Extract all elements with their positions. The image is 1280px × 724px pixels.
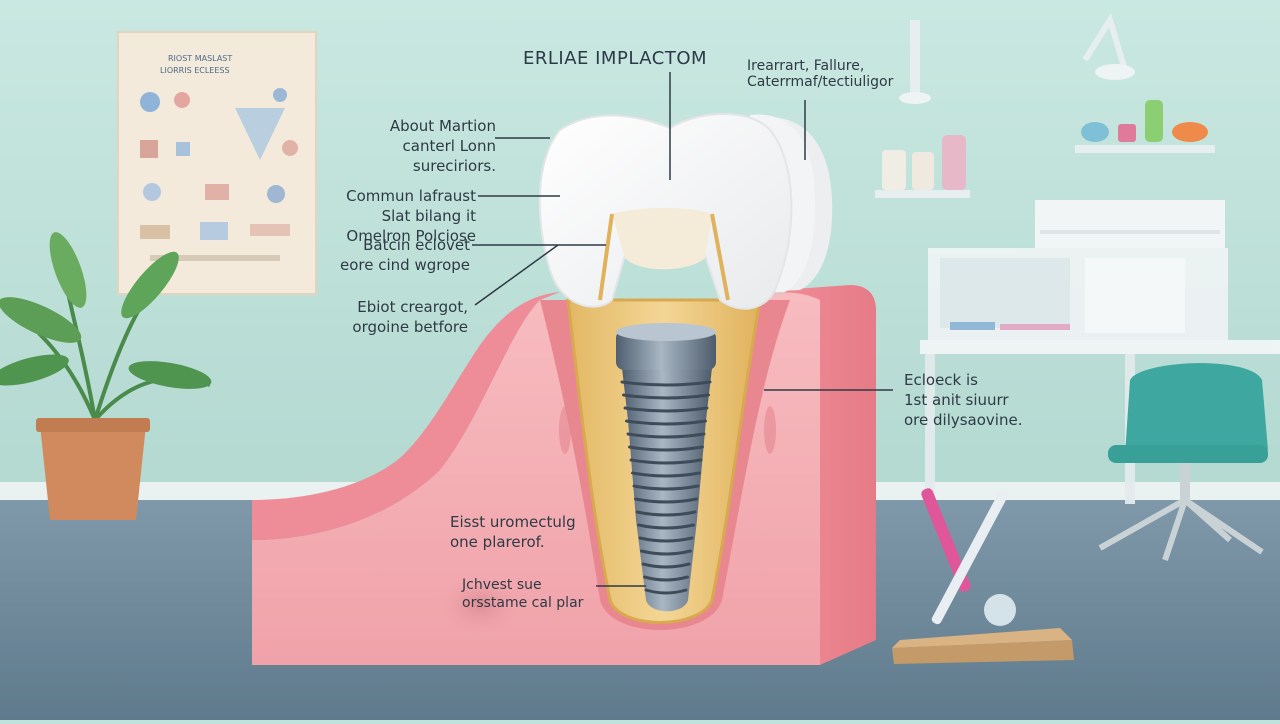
teal-chair bbox=[1098, 363, 1268, 561]
label-top-right: Irearrart, Fallure, Caterrmaf/tectiuligo… bbox=[747, 58, 893, 90]
label-line: one plarerof. bbox=[450, 533, 545, 551]
cabinet bbox=[920, 200, 1280, 504]
label-line: sureciriors. bbox=[412, 157, 496, 175]
implant-thread bbox=[644, 588, 688, 595]
implant-thread bbox=[620, 380, 712, 387]
label-left-1: About Martion canterl Lonn sureciriors. bbox=[372, 116, 496, 176]
label-line: Slat bilang it bbox=[381, 207, 476, 225]
implant-thread bbox=[640, 549, 692, 556]
label-line: Omelron Polciose bbox=[346, 227, 476, 245]
toothbrush-stand bbox=[892, 488, 1074, 664]
label-line: Batcin eclovet bbox=[363, 236, 470, 254]
implant-thread bbox=[643, 575, 689, 582]
label-line: eore cind wgrope bbox=[340, 256, 471, 274]
label-line: 1st anit siuurr bbox=[904, 391, 1009, 409]
wall-shelves bbox=[875, 12, 1215, 198]
label-line: Eisst uromectulg bbox=[450, 513, 576, 531]
label-left-4: Ebiot creargot, orgoine betfore bbox=[340, 297, 468, 337]
label-line: Jchvest sue bbox=[462, 577, 542, 593]
label-line: ore dilysaovine. bbox=[904, 411, 1023, 429]
label-left-2: Commun lafraust Slat bilang it Omelron P… bbox=[340, 186, 476, 246]
implant-thread bbox=[641, 562, 691, 569]
label-line: Ebiot creargot, bbox=[357, 298, 468, 316]
implant-thread bbox=[629, 458, 703, 465]
implant-thread bbox=[635, 510, 697, 517]
implant-thread bbox=[623, 406, 709, 413]
label-line: orsstame cal plar bbox=[462, 595, 584, 611]
potted-plant bbox=[0, 232, 212, 520]
implant-thread bbox=[625, 419, 707, 426]
label-right-mid: Ecloeck is 1st anit siuurr ore dilysaovi… bbox=[904, 370, 1022, 430]
implant-thread bbox=[628, 445, 704, 452]
label-line: Ecloeck is bbox=[904, 371, 978, 389]
label-bottom-2: Jchvest sue orsstame cal plar bbox=[462, 576, 583, 612]
implant-thread bbox=[622, 393, 710, 400]
label-line: Caterrmaf/tectiuligor bbox=[747, 74, 894, 90]
gum-lesion bbox=[435, 573, 525, 637]
label-line: About Martion bbox=[389, 117, 496, 135]
implant-thread bbox=[637, 523, 695, 530]
label-line: Irearrart, Fallure, bbox=[747, 58, 865, 74]
label-line: orgoine betfore bbox=[352, 318, 468, 336]
implant-thread bbox=[632, 484, 700, 491]
label-line: canterl Lonn bbox=[402, 137, 496, 155]
label-left-3: Batcin eclovet eore cind wgrope bbox=[340, 235, 470, 275]
implant-thread bbox=[638, 536, 694, 543]
label-bottom-1: Eisst uromectulg one plarerof. bbox=[450, 512, 576, 552]
implant-thread bbox=[631, 471, 701, 478]
wall-poster bbox=[117, 31, 317, 295]
poster-heading-2: LIORRIS ECLEESS bbox=[160, 66, 230, 75]
diagram-title: ERLIAE IMPLACTOM bbox=[523, 48, 708, 69]
implant-thread bbox=[634, 497, 698, 504]
implant-thread bbox=[626, 432, 706, 439]
poster-heading-1: RIOST MASLAST bbox=[168, 54, 233, 63]
implant-screw bbox=[616, 323, 716, 612]
label-line: Commun lafraust bbox=[346, 187, 476, 205]
